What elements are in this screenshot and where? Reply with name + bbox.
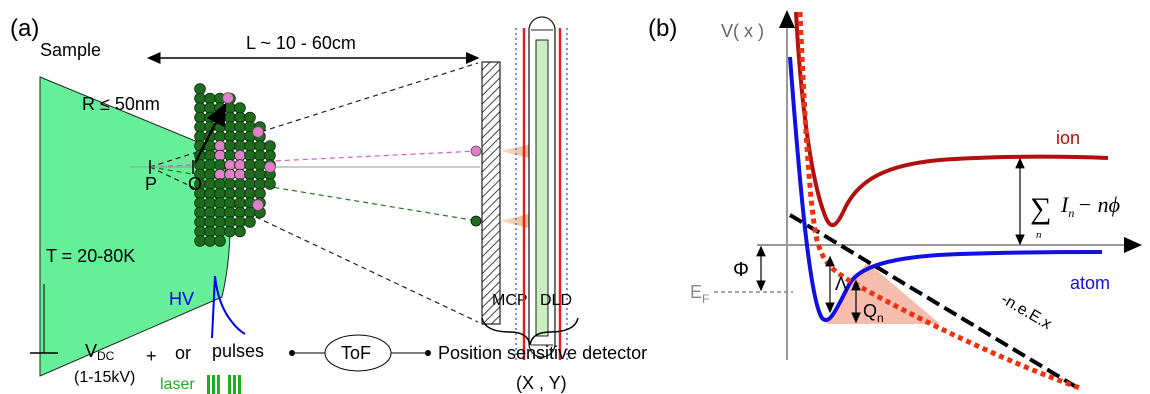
pulses-label: pulses [212,341,264,361]
detector-coords: (X , Y) [516,373,567,393]
hv-label: HV [169,289,194,309]
laser-pulse-icon [207,375,241,394]
beam-lower [500,212,537,230]
beam-upper [500,143,537,160]
ion-label: ion [1056,128,1080,148]
distance-label: L ~ 10 - 60cm [246,33,356,53]
panel-a: (a) Sample R ≤ 50nm T = 20-80K P O L ~ 1… [10,15,647,394]
flying-atom-green [470,215,482,227]
mcp-label: MCP [492,292,528,309]
ion-atom [222,92,234,104]
field-line [788,213,1080,390]
vdc-range-label: (1-15kV) [74,369,135,386]
point-p-label: P [145,174,157,194]
lambda-label: Λ [835,274,847,294]
fermi-level-label: EF [690,282,709,306]
atom [264,178,276,190]
flying-ion-pink [470,145,482,157]
svg-text:In− nϕ: In− nϕ [1060,192,1120,220]
atom-label: atom [1070,273,1110,293]
detector-brace [481,317,579,346]
radius-arrow [193,102,227,164]
mcp-plate [481,61,501,325]
panel-a-label: (a) [10,15,39,42]
atom [234,225,246,238]
sample-label: Sample [40,40,101,60]
atom [204,235,216,247]
field-label: -n.e.E.x [998,291,1054,333]
point-o-label: O [188,174,202,194]
wire-dot-right [425,350,431,356]
tof-label: ToF [341,343,371,363]
atom-curve [788,56,1103,322]
radius-label: R ≤ 50nm [82,94,160,114]
laser-label: laser [160,376,195,393]
sum-expression: ∑ n In− nϕ [1030,192,1120,241]
or-label: or [175,343,191,363]
dld-label: DLD [540,292,572,309]
atom-cluster [194,83,276,247]
detector-label: Position sensitive detector [438,343,647,363]
panel-b: (b) V( x ) ion atom ∑ n In− nϕ Φ EF [648,10,1142,391]
svg-text:n: n [1036,229,1042,241]
atom [214,235,226,247]
panel-b-label: (b) [648,15,677,42]
atom [224,225,236,238]
atom [194,235,206,247]
svg-text:∑: ∑ [1030,192,1051,225]
ion-atom [264,161,276,173]
phi-label: Φ [733,259,749,281]
y-axis-label: V( x ) [721,21,764,41]
ion-atom [252,199,264,211]
temperature-label: T = 20-80K [46,246,135,266]
combined-dotted-curve [797,11,1081,391]
vdc-label: VDC [85,341,115,363]
ion-atom [252,126,264,138]
qn-label: Qn [863,301,884,325]
hv-pulse-icon [211,275,246,339]
plus-sign: + [146,346,157,366]
dld-core [535,39,549,337]
atom [244,216,256,228]
